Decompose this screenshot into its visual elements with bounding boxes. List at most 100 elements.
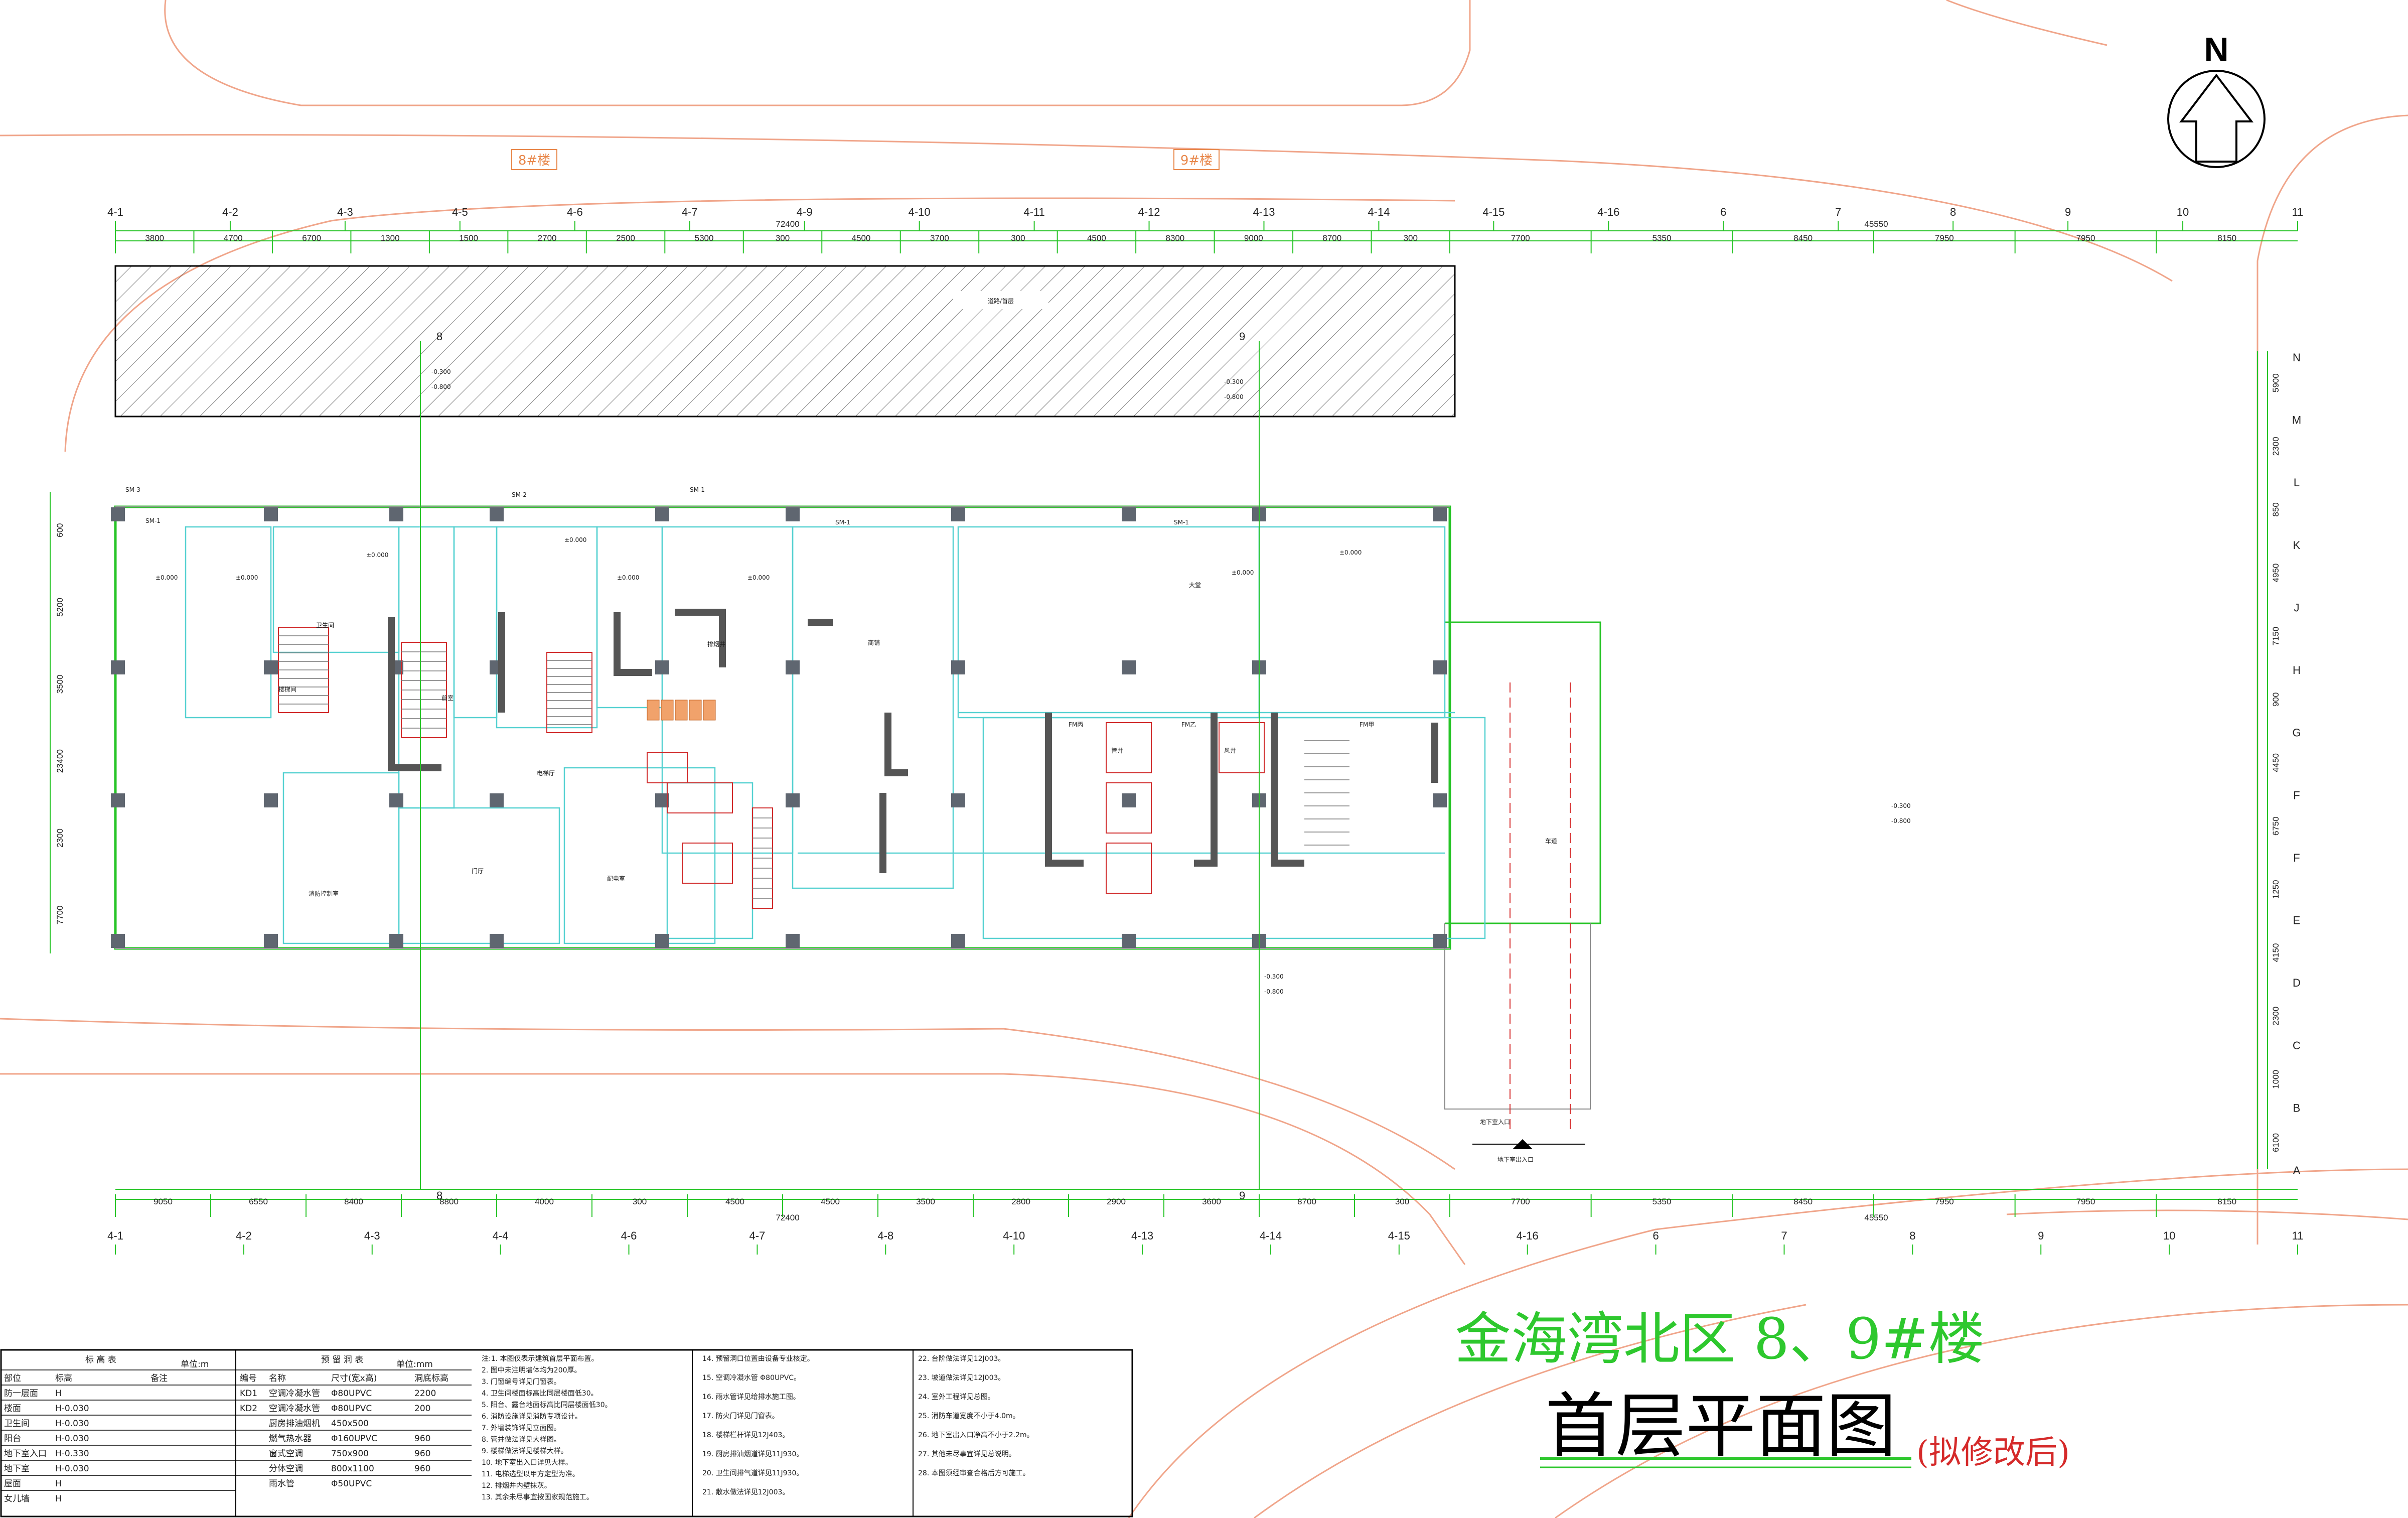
axis-col-label: 4-1 [107,1229,123,1242]
column [490,934,504,948]
level-mark: ±0.000 [564,536,586,543]
bottom-dim: 8700 [1297,1197,1316,1206]
level-mark: ±0.000 [617,574,639,581]
room-label: 配电室 [607,875,625,882]
table1-unit: 单位:m [181,1359,209,1369]
axis-col-label: 9 [2038,1229,2044,1242]
bottom-right-dim: 7700 [1511,1197,1530,1206]
room-label: 地下室入口 [1480,1118,1510,1126]
table-cell: 960 [414,1464,430,1474]
table-cell: 标高 [55,1373,72,1384]
note-line: 6. 消防设施详见消防专项设计。 [482,1413,582,1421]
building-tag-8: 8#楼 [518,153,550,168]
top-right-dim: 8450 [1793,233,1813,243]
column [111,660,125,674]
interior-walls [185,526,1486,944]
table-cell: H-0.330 [55,1449,89,1459]
table-cell: 200 [414,1404,430,1414]
axis-row-label: L [2294,476,2300,489]
note-line: 8. 管井做法详见大样图。 [482,1436,561,1444]
title-block: 金海湾北区 8、9#楼 首层平面图 (拟修改后) [1455,1307,2070,1471]
axis-col-label: 11 [2292,1229,2304,1242]
bottom-right-dim: 7950 [1935,1197,1954,1206]
bottom-right-dim: 5350 [1652,1197,1672,1206]
bottom-dim: 3500 [916,1197,935,1206]
axis-col-label: 4-16 [1517,1229,1539,1242]
note-line: 28. 本图须经审查合格后方可施工。 [918,1469,1030,1477]
dimension-lines [50,230,2298,1200]
table2-unit: 单位:mm [396,1359,433,1369]
bottom-dim: 3600 [1202,1197,1221,1206]
room-label: 卫生间 [316,622,334,629]
column [786,793,800,807]
table-cell: 空调冷凝水管 [269,1389,320,1399]
axis-col-label: 6 [1720,206,1726,218]
axis-row-label: E [2293,914,2301,927]
note-line: 12. 排烟井内壁抹灰。 [482,1482,551,1490]
top-dim: 300 [1011,233,1025,243]
room-label: FM丙 [1069,721,1083,728]
table-cell: 窗式空调 [269,1449,303,1459]
room-label: 门厅 [472,867,484,875]
table-cell: H-0.030 [55,1464,89,1474]
top-right-dim: 5350 [1652,233,1672,243]
axis-row-label: B [2293,1101,2301,1114]
top-total-dim: 72400 [776,219,799,229]
axis-col-label: 4-2 [222,206,238,218]
top-dim: 8300 [1165,233,1184,243]
table2-title: 预 留 洞 表 [321,1355,363,1365]
note-line: 4. 卫生间楼面标高比同层楼面低30。 [482,1389,598,1398]
column [951,793,965,807]
column [264,793,278,807]
left-dim: 5200 [55,598,65,617]
right-dim: 4950 [2271,564,2281,583]
axis-col-label: 4-10 [1003,1229,1025,1242]
table-cell: 750x900 [331,1449,369,1459]
left-dim: 3500 [55,674,65,694]
note-line: 7. 外墙装饰详见立面图。 [482,1424,561,1432]
bottom-dim: 300 [633,1197,647,1206]
hatched-road-strip: 道路/首层 [114,265,1456,418]
column [389,793,403,807]
room-label: 电梯厅 [537,770,555,777]
column [1122,660,1136,674]
table-cell: H [55,1389,62,1399]
axis-col-label: 4-7 [682,206,698,218]
right-dim: 4450 [2271,753,2281,772]
notes-list: 注:1. 本图仅表示建筑首层平面布置。2. 图中未注明墙体均为200厚。3. 门… [482,1355,612,1501]
table-cell: Φ80UPVC [331,1404,372,1414]
axis-col-label: 6 [1652,1229,1659,1242]
axis-col-label: 4-6 [567,206,583,218]
room-label: 排烟井 [707,641,725,648]
table-cell: 阳台 [4,1434,21,1444]
top-dim: 5300 [695,233,714,243]
room-label: 风井 [1224,747,1236,754]
column [1122,934,1136,948]
top-right-total-dim: 45550 [1864,219,1888,229]
column [786,507,800,521]
note-line: 14. 预留洞口位置由设备专业核定。 [702,1354,814,1363]
north-arrow: N [2167,31,2266,168]
table-cell: H-0.030 [55,1404,89,1414]
column [1433,793,1447,807]
room-label: 前室 [441,694,454,702]
left-dim: 23400 [55,749,65,773]
axis-col-label: 4-15 [1388,1229,1410,1242]
axis-row-label: H [2293,664,2301,676]
table-cell: Φ50UPVC [331,1479,372,1489]
left-dim: 2300 [55,829,65,848]
axis-col-label: 4-6 [621,1229,637,1242]
bottom-total-dim: 72400 [776,1213,799,1222]
table-cell: 地下室入口 [4,1449,47,1459]
elevation-mark: -0.800 [1264,988,1284,995]
table-cell: 450x500 [331,1419,369,1429]
room-label: 商铺 [868,639,880,646]
top-right-dim: 7950 [2076,233,2095,243]
column [1433,934,1447,948]
axis-row-label: J [2294,601,2300,614]
table-cell: 空调冷凝水管 [269,1404,320,1414]
